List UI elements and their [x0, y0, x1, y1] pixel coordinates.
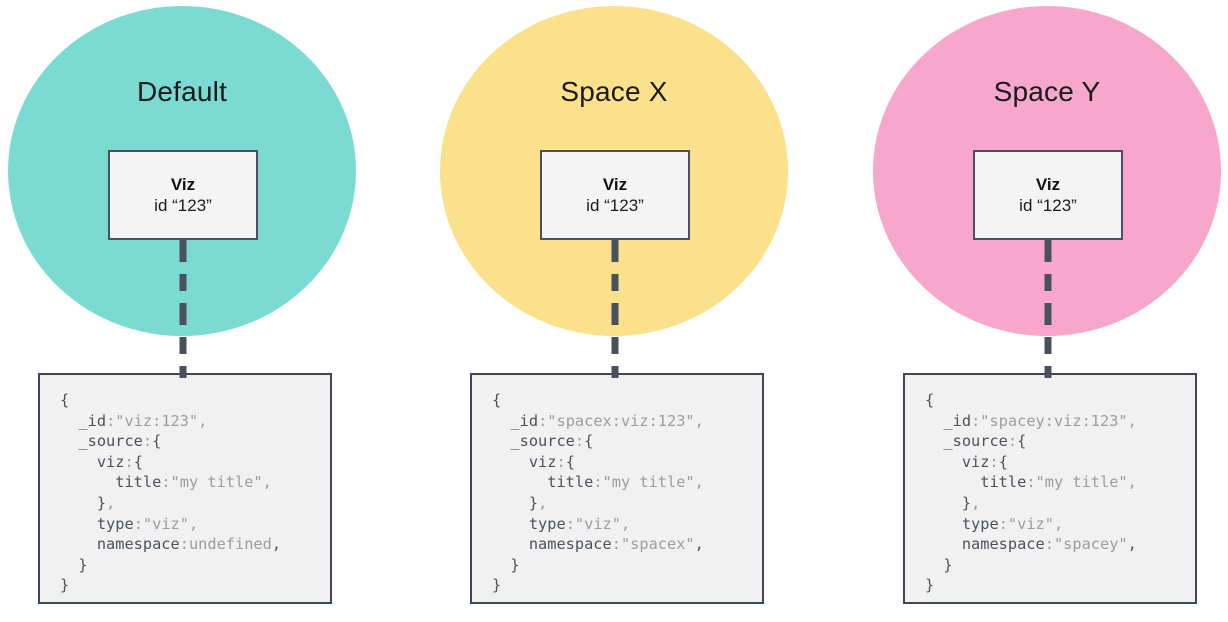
saved-object-document: { _id:"spacey:viz:123", _source:{ viz:{ …: [903, 373, 1197, 604]
code-line: viz:{: [528, 452, 575, 471]
code-line: },: [961, 493, 981, 512]
code-line: }: [60, 576, 70, 595]
code-line: type:"viz",: [961, 514, 1064, 533]
code-line: viz:{: [961, 452, 1008, 471]
code-line: }: [943, 555, 953, 574]
code-line: _id:"spacex:viz:123",: [510, 411, 704, 430]
code-line: title:"my title",: [115, 473, 272, 492]
code-line: },: [528, 493, 548, 512]
dashed-connector-line: [1044, 240, 1052, 378]
code-line: type:"viz",: [96, 514, 199, 533]
code-line: title:"my title",: [980, 473, 1137, 492]
code-line: _id:"spacey:viz:123",: [943, 411, 1137, 430]
code-line: }: [510, 555, 520, 574]
code-line: }: [925, 576, 935, 595]
space-panel-default: Default Viz id “123” { _id:"viz:123", _s…: [0, 0, 368, 622]
saved-object-document: { _id:"viz:123", _source:{ viz:{ title:"…: [38, 373, 332, 604]
viz-card: Viz id “123”: [973, 150, 1123, 240]
code-line: _source:{: [510, 432, 594, 451]
code-line: {: [492, 391, 502, 409]
space-panel-spacey: Space Y Viz id “123” { _id:"spacey:viz:1…: [865, 0, 1228, 622]
space-panel-spacex: Space X Viz id “123” { _id:"spacex:viz:1…: [432, 0, 800, 622]
saved-object-document: { _id:"spacex:viz:123", _source:{ viz:{ …: [470, 373, 764, 604]
code-line: }: [492, 576, 502, 595]
viz-card-title: Viz: [602, 174, 628, 194]
viz-card-id: id “123”: [586, 195, 644, 215]
dashed-connector-line: [611, 240, 619, 378]
viz-card: Viz id “123”: [540, 150, 690, 240]
viz-card: Viz id “123”: [108, 150, 258, 240]
code-line: _source:{: [78, 432, 162, 451]
code-line: }: [78, 555, 88, 574]
space-title-spacey: Space Y: [993, 76, 1101, 107]
code-line: },: [96, 493, 116, 512]
viz-card-title: Viz: [170, 174, 196, 194]
code-line: {: [925, 391, 935, 409]
code-line: {: [60, 391, 70, 409]
viz-card-id: id “123”: [1019, 195, 1077, 215]
space-title-spacex: Space X: [560, 76, 668, 107]
space-title-default: Default: [136, 76, 228, 107]
code-line: title:"my title",: [547, 473, 704, 492]
code-line: type:"viz",: [528, 514, 631, 533]
dashed-connector-line: [179, 240, 187, 378]
viz-card-id: id “123”: [154, 195, 212, 215]
code-line: namespace:"spacey",: [961, 535, 1137, 554]
code-line: _source:{: [943, 432, 1027, 451]
viz-card-title: Viz: [1035, 174, 1061, 194]
code-line: namespace:undefined,: [96, 535, 282, 554]
code-line: _id:"viz:123",: [78, 411, 208, 430]
code-line: namespace:"spacex",: [528, 535, 704, 554]
code-line: viz:{: [96, 452, 143, 471]
